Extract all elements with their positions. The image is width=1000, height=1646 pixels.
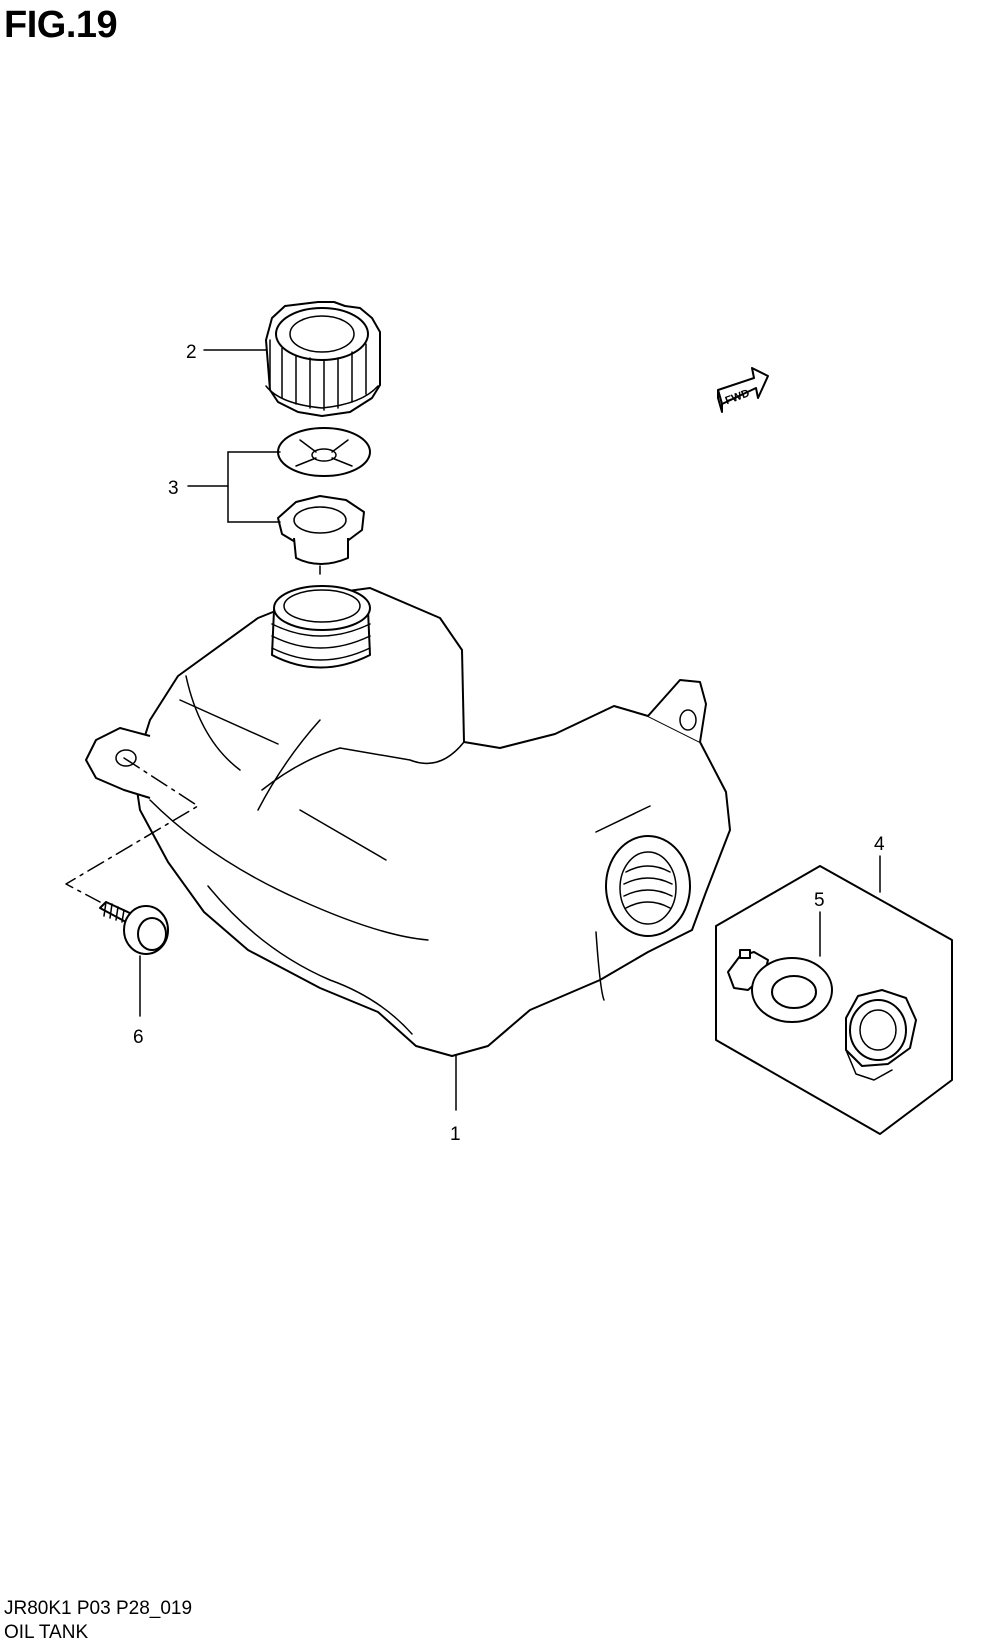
callout-3: 3	[168, 478, 179, 499]
part-3-breather-set	[277, 427, 371, 575]
callout-4: 4	[874, 834, 885, 855]
part-5-washer	[751, 957, 833, 1023]
part-1-oil-tank	[85, 585, 731, 1057]
callout-2: 2	[186, 342, 197, 363]
diagram-code: JR80K1 P03 P28_019	[4, 1598, 193, 1619]
part-2-cap	[265, 301, 381, 417]
figure-title: FIG.19	[4, 4, 118, 46]
part-6-bolt	[99, 901, 169, 955]
callout-1: 1	[450, 1124, 461, 1145]
leader-lines	[65, 349, 881, 1111]
diagram-name: OIL TANK	[4, 1622, 89, 1643]
fwd-arrow-icon: FWD	[717, 367, 769, 413]
callout-6: 6	[133, 1027, 144, 1048]
part-4-drain-plug-set	[715, 865, 953, 1135]
callout-5: 5	[814, 890, 825, 911]
